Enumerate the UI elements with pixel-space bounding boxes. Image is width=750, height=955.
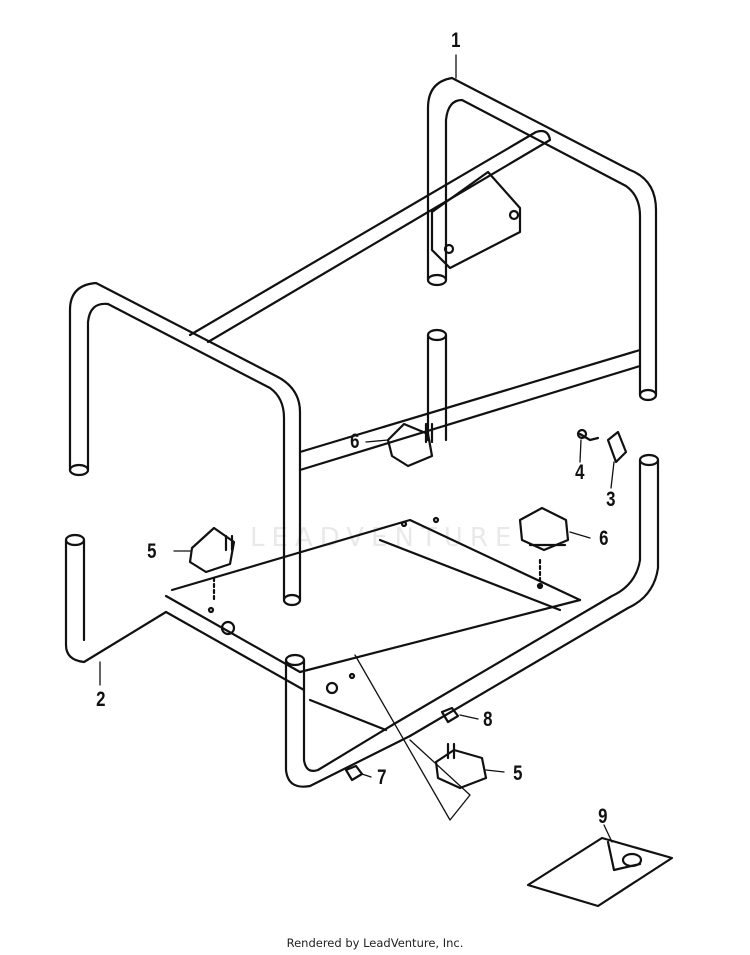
mount-part-6-upper [386,422,434,468]
leader-lines [99,54,615,843]
nut-part-8 [440,706,460,724]
callout-2: 2 [96,688,106,711]
base-frame-part-2 [64,453,660,788]
nut-part-7 [344,764,364,782]
bag-part-9 [526,836,674,908]
callout-5-left: 5 [147,540,157,563]
callout-8: 8 [483,708,493,731]
callout-4: 4 [575,461,585,484]
mount-part-5-lower [434,742,488,790]
mount-part-6-right [518,506,570,592]
callout-5-lower: 5 [513,762,523,785]
bolt-part-4 [576,428,600,442]
callout-6-upper: 6 [350,430,360,453]
callout-1: 1 [451,29,461,52]
callout-3: 3 [606,488,616,511]
callout-6-right: 6 [599,527,609,550]
callout-7: 7 [377,766,387,789]
plate-part-3 [606,430,628,464]
callout-9: 9 [598,805,608,828]
render-credit: Rendered by LeadVenture, Inc. [286,936,464,950]
upper-frame-part-1 [68,76,658,607]
mount-part-5-left [188,526,236,602]
